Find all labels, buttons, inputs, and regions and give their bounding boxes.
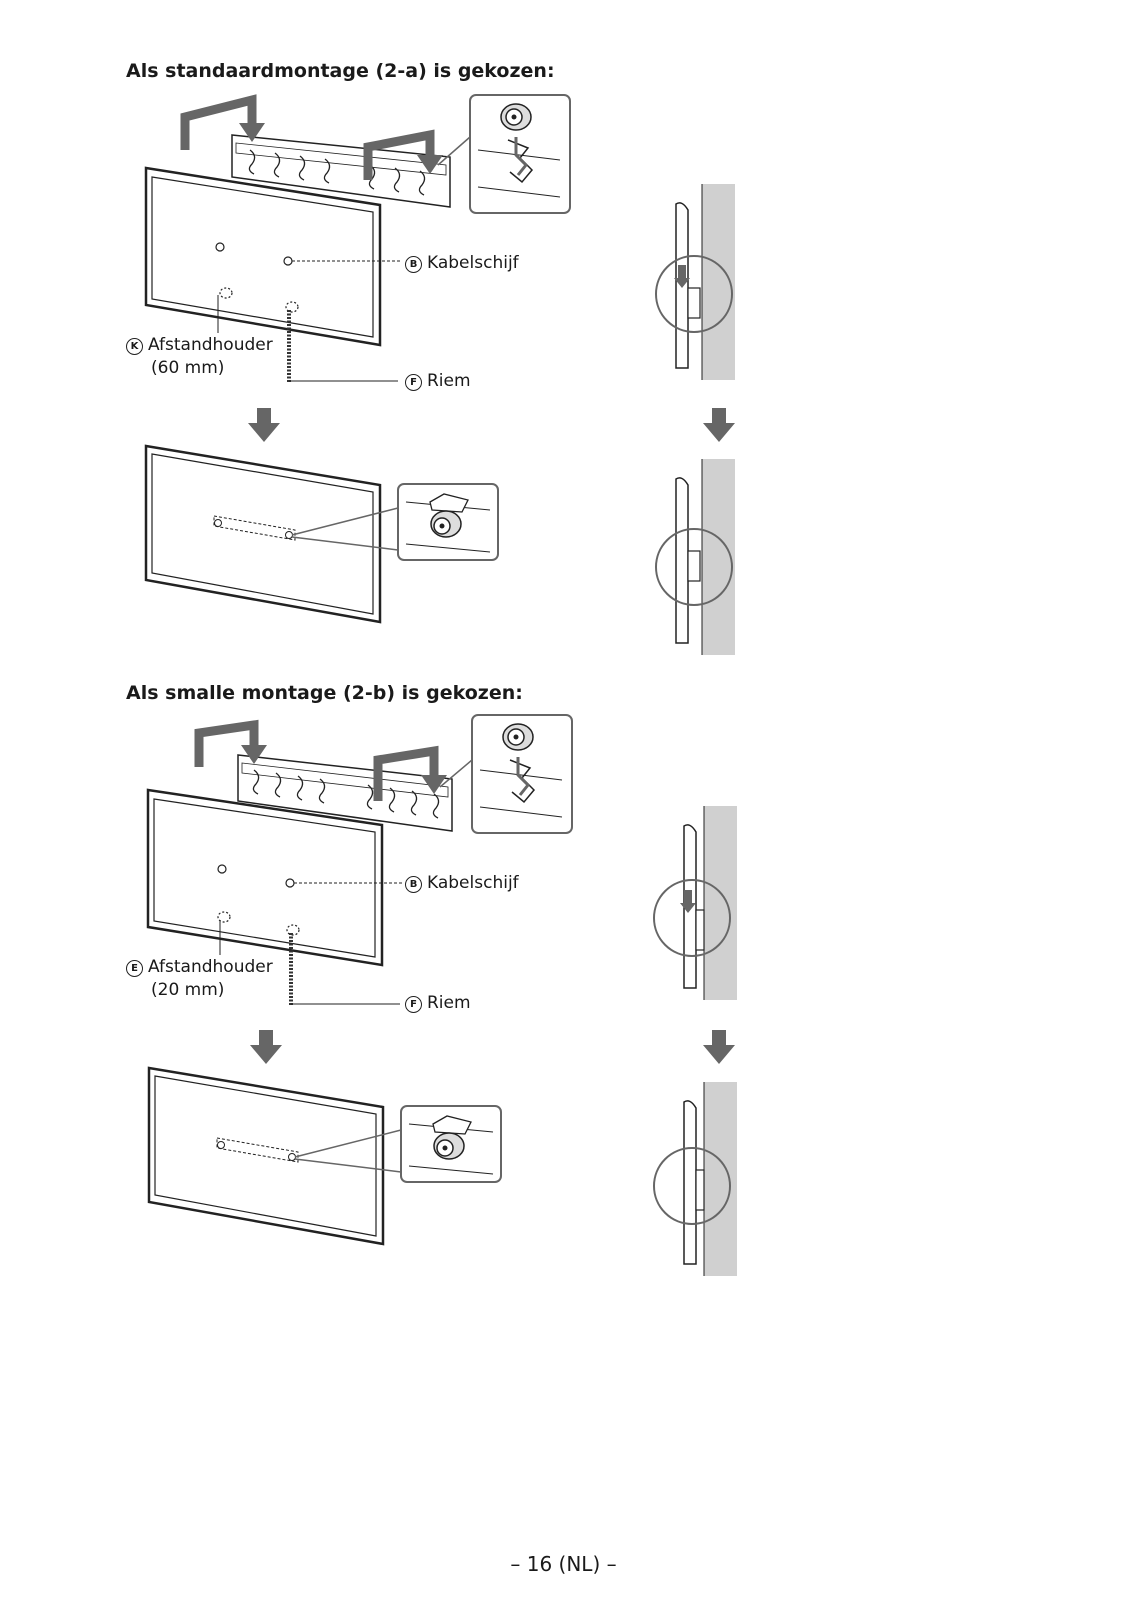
label-text: Afstandhouder [148,335,273,355]
section-heading-standard: Als standaardmontage (2-a) is gekozen: [126,60,555,82]
side-view-diagram-standard-1 [655,184,735,380]
side-view-diagram-standard-2 [655,459,735,655]
label-text: Riem [427,993,471,1013]
down-arrow-icon [703,408,735,442]
side-view-diagram-narrow-2 [653,1082,737,1276]
zoom-circle-icon [655,255,733,333]
label-letter: F [405,374,422,391]
pulley-icon [500,103,532,131]
label-letter: K [126,338,143,355]
label-letter: B [405,876,422,893]
tv-bracket-diagram-narrow [146,714,573,1005]
label-pulley-standard: B Kabelschijf [405,252,519,275]
zoom-circle-icon [653,879,731,957]
label-belt-narrow: F Riem [405,992,471,1015]
label-letter: E [126,960,143,977]
label-pulley-narrow: B Kabelschijf [405,872,519,895]
label-spacer-standard: K Afstandhouder (60 mm) [126,334,273,380]
section-heading-narrow: Als smalle montage (2-b) is gekozen: [126,682,523,704]
side-view-diagram-narrow-1 [653,806,737,1000]
label-text: Kabelschijf [427,873,519,893]
down-arrow-icon [250,1030,282,1064]
zoom-circle-icon [653,1147,731,1225]
label-letter: F [405,996,422,1013]
tv-mounted-diagram-standard [144,444,499,624]
tv-mounted-diagram-narrow [147,1066,502,1246]
tv-bracket-diagram-standard [144,94,571,382]
label-letter: B [405,256,422,273]
label-spacer-narrow: E Afstandhouder (20 mm) [126,956,273,1002]
zoom-circle-icon [655,528,733,606]
label-text: Afstandhouder [148,957,273,977]
down-arrow-icon [674,265,690,288]
label-text: Riem [427,371,471,391]
down-arrow-icon [680,890,696,913]
down-arrow-icon [248,408,280,442]
label-belt-standard: F Riem [405,370,471,393]
label-size: (20 mm) [151,980,225,1000]
down-arrow-icon [703,1030,735,1064]
label-text: Kabelschijf [427,253,519,273]
page-number: – 16 (NL) – [510,1552,617,1576]
pulley-icon [502,723,534,751]
label-size: (60 mm) [151,358,225,378]
